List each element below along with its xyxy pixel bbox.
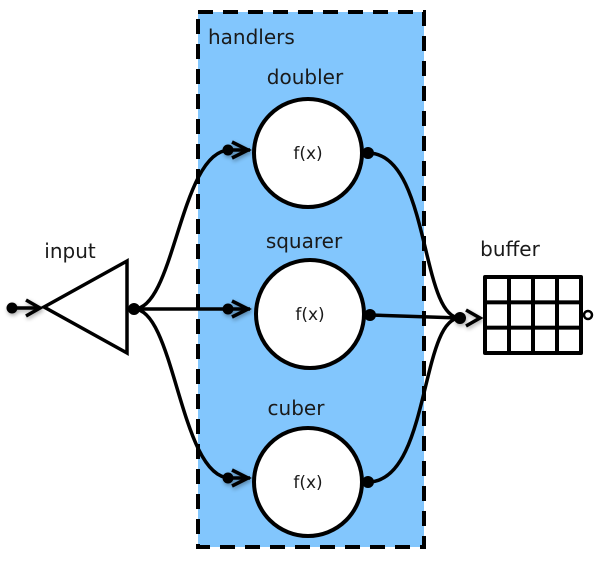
doubler-output-port[interactable]	[362, 147, 374, 159]
buffer-cell	[511, 329, 531, 351]
input-connections	[133, 148, 231, 480]
doubler-label: doubler	[267, 65, 344, 89]
squarer-function-label: f(x)	[295, 305, 324, 325]
buffer-frame	[483, 275, 583, 355]
buffer-group[interactable]: buffer	[454, 237, 594, 355]
buffer-cell	[559, 329, 579, 351]
squarer-node[interactable]	[254, 258, 366, 370]
cuber-label: cuber	[268, 396, 326, 420]
edge-doubler-buffer[interactable]	[367, 151, 461, 320]
input-output-port[interactable]	[128, 303, 140, 315]
buffer-cell	[559, 304, 579, 326]
edge-input-doubler[interactable]	[133, 148, 231, 311]
cuber-function-label: f(x)	[293, 473, 322, 493]
buffer-input-port[interactable]	[454, 308, 484, 328]
input-node[interactable]	[40, 258, 129, 356]
input-entry-port[interactable]	[6, 298, 44, 318]
buffer-grid[interactable]	[483, 275, 583, 355]
buffer-cell	[487, 304, 507, 326]
cuber-input-port[interactable]	[222, 468, 252, 488]
squarer-label: squarer	[266, 229, 343, 253]
handlers-group-label: handlers	[208, 25, 295, 49]
edge-squarer-buffer[interactable]	[369, 313, 461, 320]
input-node-group[interactable]: input	[6, 239, 141, 356]
buffer-cell	[535, 329, 555, 351]
squarer-output-port[interactable]	[364, 309, 376, 321]
squarer-input-port[interactable]	[222, 299, 252, 319]
buffer-cell	[535, 304, 555, 326]
handler-input-ports	[222, 140, 252, 488]
buffer-label: buffer	[480, 237, 540, 261]
doubler-input-port[interactable]	[222, 140, 252, 160]
buffer-cell	[487, 279, 507, 301]
cuber-output-port[interactable]	[362, 476, 374, 488]
edge-cuber-buffer[interactable]	[367, 316, 461, 484]
doubler-function-label: f(x)	[293, 144, 322, 164]
buffer-cell	[559, 279, 579, 301]
edge-input-cuber[interactable]	[133, 307, 231, 480]
buffer-cell	[535, 279, 555, 301]
buffer-output-port[interactable]	[582, 309, 594, 321]
input-label: input	[44, 239, 96, 263]
handler-squarer[interactable]: squarer f(x)	[254, 229, 376, 370]
output-connections	[367, 151, 461, 484]
buffer-cell	[511, 304, 531, 326]
handler-cuber[interactable]: cuber f(x)	[252, 396, 374, 538]
buffer-cell	[487, 329, 507, 351]
buffer-cell	[511, 279, 531, 301]
handler-doubler[interactable]: doubler f(x)	[252, 65, 374, 209]
